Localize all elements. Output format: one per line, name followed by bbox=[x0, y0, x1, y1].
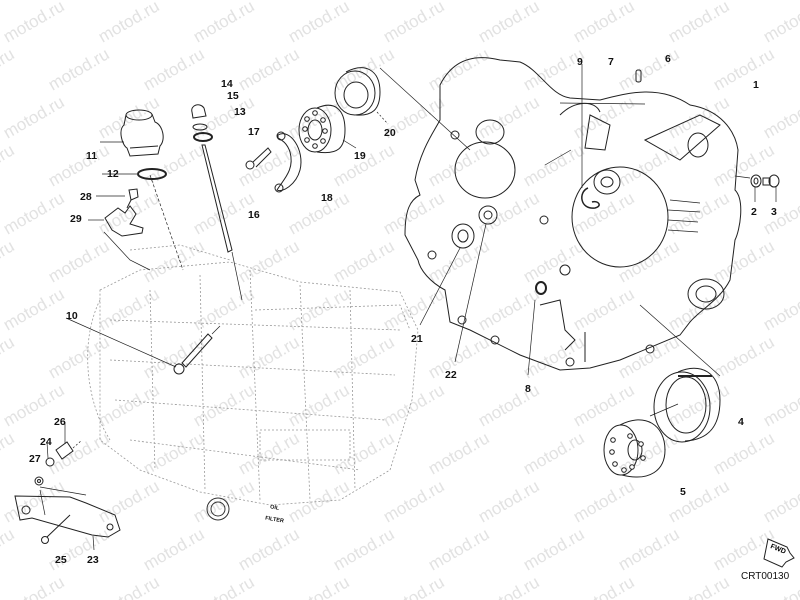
callout-4: 4 bbox=[738, 416, 744, 428]
callout-29: 29 bbox=[70, 213, 82, 225]
part-22-washer bbox=[454, 205, 498, 363]
part-26-spacer bbox=[55, 422, 83, 460]
fwd-arrow-icon bbox=[763, 538, 795, 568]
part-24-nut bbox=[45, 441, 55, 467]
callout-9: 9 bbox=[577, 56, 583, 68]
callout-14: 14 bbox=[221, 78, 233, 90]
part-19-bearing bbox=[298, 104, 357, 154]
callout-15: 15 bbox=[227, 90, 239, 102]
part-29-lever bbox=[88, 205, 151, 271]
part-28-screw bbox=[96, 188, 139, 209]
callout-20: 20 bbox=[384, 127, 396, 139]
callout-16: 16 bbox=[248, 209, 260, 221]
part-8-o-ring bbox=[535, 281, 547, 295]
callout-5: 5 bbox=[680, 486, 686, 498]
callout-17: 17 bbox=[248, 126, 260, 138]
part-11-boot bbox=[100, 109, 184, 271]
oil-filter-ring bbox=[206, 497, 230, 521]
part-4-seal bbox=[639, 304, 721, 443]
callout-8: 8 bbox=[525, 383, 531, 395]
part-10-bolt bbox=[65, 317, 221, 375]
callout-28: 28 bbox=[80, 191, 92, 203]
callout-22: 22 bbox=[445, 369, 457, 381]
drawing-code: CRT00130 bbox=[741, 571, 790, 582]
dowel-pin bbox=[635, 69, 642, 83]
part-20-seal bbox=[334, 67, 471, 151]
callout-6: 6 bbox=[665, 53, 671, 65]
part-2-washer bbox=[734, 174, 762, 202]
crankcase-half bbox=[404, 57, 742, 371]
callout-27: 27 bbox=[29, 453, 41, 465]
part-9-circlip bbox=[581, 187, 600, 209]
callout-24: 24 bbox=[40, 436, 52, 448]
callout-2: 2 bbox=[751, 206, 757, 218]
part-23-bracket bbox=[14, 495, 121, 551]
callout-7: 7 bbox=[608, 56, 614, 68]
part-17-bolt bbox=[245, 147, 272, 170]
callout-11: 11 bbox=[86, 150, 98, 162]
engine-block-ghost bbox=[87, 244, 419, 506]
part-18-clamp bbox=[274, 131, 302, 193]
callout-3: 3 bbox=[771, 206, 777, 218]
part-12-o-ring bbox=[137, 168, 167, 180]
part-27-nut bbox=[34, 476, 87, 496]
callout-12: 12 bbox=[107, 168, 119, 180]
part-5-bearing bbox=[603, 403, 679, 478]
part-3-bolt bbox=[762, 174, 780, 202]
callout-26: 26 bbox=[54, 416, 66, 428]
callout-1: 1 bbox=[753, 79, 759, 91]
case-bearing bbox=[593, 169, 621, 195]
part-25-screw bbox=[39, 489, 71, 544]
callout-18: 18 bbox=[321, 192, 333, 204]
callout-10: 10 bbox=[66, 310, 78, 322]
callout-13: 13 bbox=[234, 106, 246, 118]
callout-23: 23 bbox=[87, 554, 99, 566]
part-21-bearing bbox=[419, 223, 475, 326]
callout-19: 19 bbox=[354, 150, 366, 162]
part-13-16-rod bbox=[191, 104, 243, 301]
callout-21: 21 bbox=[411, 333, 423, 345]
callout-25: 25 bbox=[55, 554, 67, 566]
